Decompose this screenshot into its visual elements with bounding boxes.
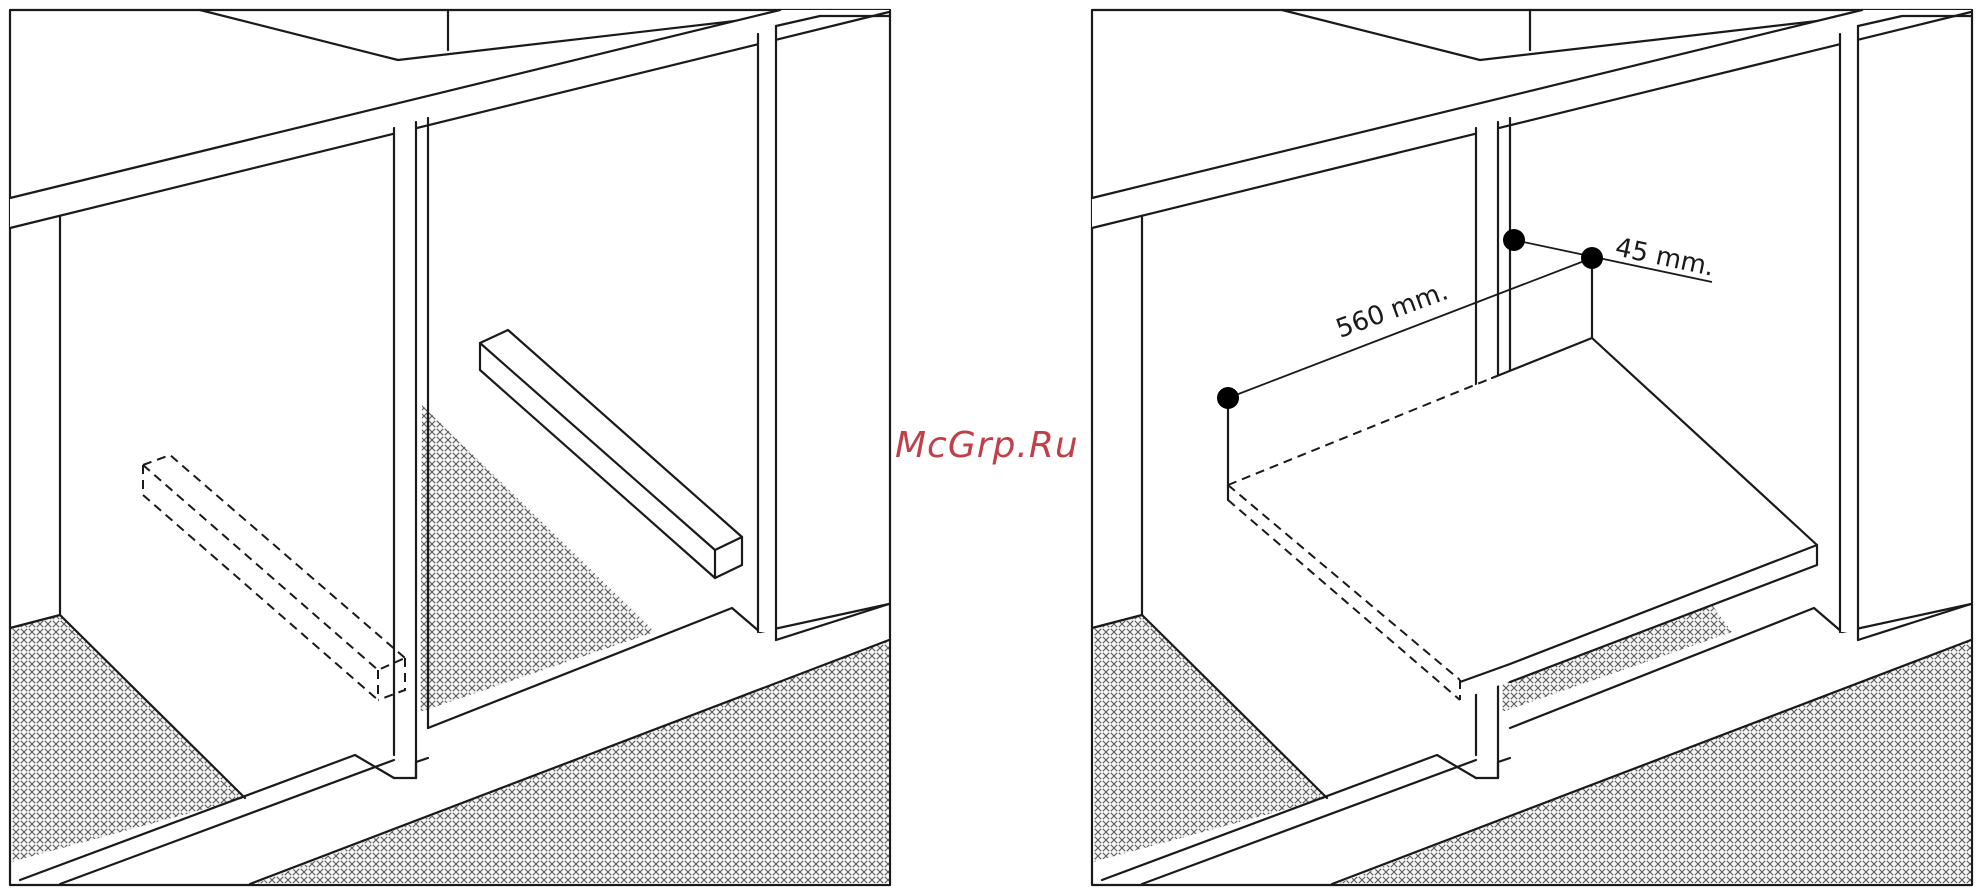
- right-panel: 560 mm. 45 mm.: [1092, 10, 1972, 885]
- depth-marker-back: [1503, 229, 1525, 251]
- wood-strip-dashed: [143, 455, 405, 700]
- right-floor-left: [1093, 615, 1327, 862]
- left-floor-left: [11, 615, 245, 862]
- base-panel: [1228, 258, 1817, 700]
- dimension-lines: 560 mm. 45 mm.: [1217, 229, 1717, 409]
- width-marker-right: [1581, 247, 1603, 269]
- width-marker-left: [1217, 387, 1239, 409]
- left-panel: [10, 10, 890, 885]
- watermark: McGrp.Ru: [895, 425, 1079, 466]
- depth-dimension-label: 45 mm.: [1613, 233, 1717, 283]
